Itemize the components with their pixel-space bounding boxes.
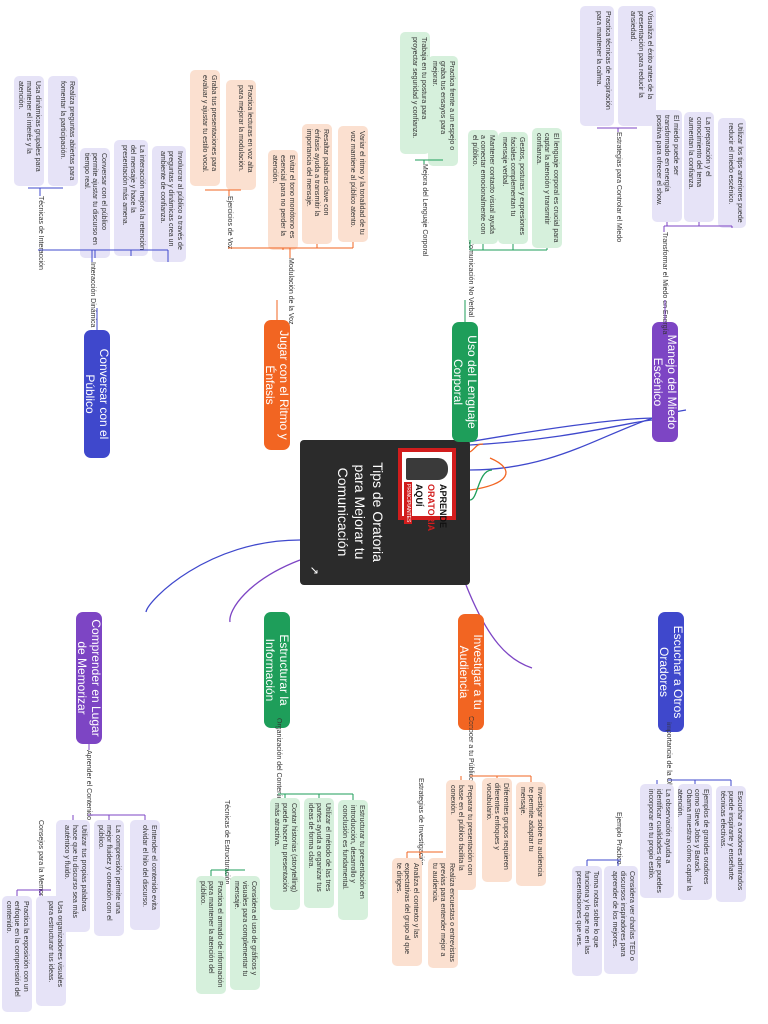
subtopic-organizacion-contenido[interactable]: Organización del Contenido	[275, 718, 282, 805]
leaf-inv-4[interactable]: Realiza encuestas o entrevistas previas …	[428, 858, 458, 968]
leaf-esc-2[interactable]: Ejemplos de grandes oradores como Steve …	[678, 784, 712, 900]
subtopic-interaccion-dinamica[interactable]: Interacción Dinámica	[89, 262, 96, 328]
course-cover-image: APRENDE ORATORIA AQUÍ PRINCIPIANTES	[398, 448, 456, 531]
leaf-inv-5[interactable]: Analiza el contexto y las expectativas d…	[392, 858, 422, 966]
topic-ritmo[interactable]: Jugar con el Ritmo y Énfasis	[263, 320, 291, 450]
external-link-icon[interactable]: ↗	[308, 565, 320, 575]
central-topic-title: Tips de Oratoria para Mejorar tu Comunic…	[335, 462, 386, 562]
cover-line-1: APRENDE	[438, 484, 448, 529]
leaf-miedo-4[interactable]: Visualiza el éxito antes de la presentac…	[618, 6, 656, 126]
subtopic-mejora-lenguaje[interactable]: Mejora del Lenguaje Corporal	[421, 164, 428, 257]
leaf-esc-4[interactable]: Considera ver charlas TED o discursos in…	[604, 866, 638, 974]
leaf-inv-1[interactable]: Investigar sobre tu audiencia te permite…	[516, 782, 546, 886]
leaf-esc-5[interactable]: Toma notas sobre lo que funciona y lo qu…	[572, 866, 602, 976]
leaf-esc-3[interactable]: La observación ayuda a identificar cuali…	[640, 784, 674, 898]
leaf-corp-5[interactable]: Trabaja en tu postura para proyectar seg…	[400, 32, 430, 154]
leaf-ritmo-1[interactable]: Variar el ritmo y la tonalidad de tu voz…	[338, 126, 368, 242]
leaf-comp-2[interactable]: La comprensión permite una mejor fluidez…	[94, 820, 124, 936]
leaf-corp-2[interactable]: Gestos, posturas y expresiones faciales …	[498, 132, 528, 244]
cover-badge: PRINCIPIANTES	[404, 482, 412, 525]
leaf-conv-2[interactable]: La interacción mejora la retención del m…	[114, 140, 148, 256]
subtopic-aprender-contenido[interactable]: Aprender el Contenido	[85, 750, 92, 821]
topic-corporal[interactable]: Uso del Lenguaje Corporal	[451, 322, 479, 442]
topic-investigar[interactable]: Investigar a tu Audiencia	[457, 614, 485, 730]
leaf-comp-1[interactable]: Entender el contenido evita olvidar el h…	[130, 820, 160, 930]
leaf-ritmo-5[interactable]: Graba tus presentaciones para evaluar y …	[190, 70, 220, 186]
topic-comprender[interactable]: Comprender en Lugar de Memorizar	[75, 612, 103, 744]
leaf-miedo-5[interactable]: Practica técnicas de respiración para ma…	[580, 6, 614, 126]
leaf-comp-4[interactable]: Usa organizadores visuales para estructu…	[36, 896, 66, 1006]
topic-escuchar[interactable]: Escuchar a Otros Oradores	[657, 612, 685, 732]
subtopic-estrategias-miedo[interactable]: Estrategias para Controlar el Miedo	[615, 132, 622, 243]
leaf-ritmo-2[interactable]: Resaltar palabras clave con énfasis ayud…	[302, 124, 332, 244]
subtopic-consejos-memoria[interactable]: Consejos para la Memoria	[37, 820, 44, 902]
leaf-ritmo-3[interactable]: Evitar el tono monótono es esencial para…	[268, 150, 298, 250]
subtopic-tecnicas-estructuracion[interactable]: Técnicas de Estructuración	[223, 800, 230, 885]
subtopic-transformar-miedo[interactable]: Transformar el Miedo en Energía	[661, 232, 668, 335]
leaf-miedo-3[interactable]: El miedo puede ser transformado en energ…	[652, 110, 682, 222]
leaf-conv-1[interactable]: Involucrar al público a través de pregun…	[152, 146, 186, 262]
speaker-photo	[406, 458, 448, 480]
leaf-est-5[interactable]: Practica el armado de información para m…	[196, 876, 226, 994]
leaf-inv-2[interactable]: Diferentes grupos requieren diferentes e…	[482, 778, 512, 882]
leaf-esc-1[interactable]: Escuchar a oradores admirados puede insp…	[716, 786, 746, 902]
topic-miedo[interactable]: Manejo del Miedo Escénico	[651, 322, 679, 442]
cover-line-2: ORATORIA	[426, 484, 436, 532]
subtopic-ejercicios-voz[interactable]: Ejercicios de Voz	[226, 196, 233, 250]
leaf-corp-1[interactable]: El lenguaje corporal es crucial para cap…	[532, 128, 562, 248]
leaf-conv-4[interactable]: Realiza preguntas abiertas para fomentar…	[48, 76, 78, 186]
subtopic-estrategias-investigacion[interactable]: Estrategias de Investigación	[417, 778, 424, 866]
leaf-corp-3[interactable]: Mantener contacto visual ayuda a conecta…	[468, 130, 498, 244]
subtopic-conocer-publico[interactable]: Conocer a tu Público	[467, 716, 474, 781]
leaf-ritmo-4[interactable]: Practica lecturas en voz alta para mejor…	[226, 80, 256, 190]
subtopic-tecnicas-interaccion[interactable]: Técnicas de Interacción	[37, 196, 44, 270]
leaf-comp-5[interactable]: Practica la exposición con un enfoque en…	[2, 896, 32, 1012]
leaf-est-3[interactable]: Contar historias (storytelling) puede ha…	[270, 798, 300, 910]
topic-conversar[interactable]: Conversar con el Público	[83, 330, 111, 458]
central-topic[interactable]: APRENDE ORATORIA AQUÍ PRINCIPIANTES Tips…	[300, 440, 470, 585]
leaf-conv-5[interactable]: Usa dinámicas grupales para mantener el …	[14, 76, 44, 186]
subtopic-comunicacion-no-verbal[interactable]: Comunicación No Verbal	[467, 240, 474, 318]
subtopic-ejemplo-practico[interactable]: Ejemplo Práctico	[615, 812, 622, 865]
leaf-miedo-1[interactable]: Utilizar los tips anteriores puede reduc…	[718, 118, 746, 228]
leaf-miedo-2[interactable]: La preparación y el conocimiento del tem…	[684, 112, 714, 222]
leaf-est-1[interactable]: Estructurar tu presentación en introducc…	[338, 800, 368, 920]
topic-estructurar[interactable]: Estructurar la Información	[263, 612, 291, 728]
leaf-corp-4[interactable]: Practica frente a un espejo o graba tus …	[428, 56, 458, 166]
leaf-conv-3[interactable]: Conversar con el público permite ajustar…	[80, 148, 110, 258]
subtopic-modulacion-voz[interactable]: Modulación de la Voz	[287, 258, 294, 325]
leaf-est-2[interactable]: Utilizar el método de las tres partes ay…	[304, 798, 334, 908]
leaf-est-4[interactable]: Considera el uso de gráficos y visuales …	[230, 876, 260, 990]
cover-line-3: AQUÍ	[414, 484, 424, 507]
